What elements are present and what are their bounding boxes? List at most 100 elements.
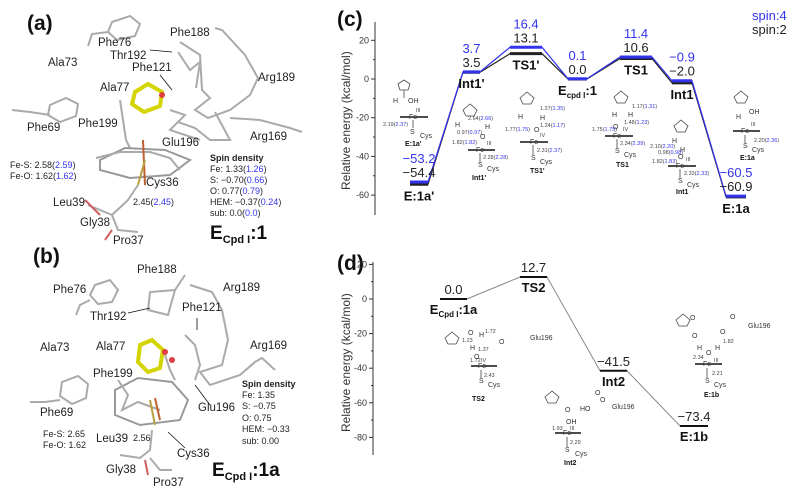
svg-text:Int2: Int2: [564, 460, 577, 467]
svg-text:2.34(2.39): 2.34(2.39): [620, 141, 645, 147]
svg-text:H: H: [612, 112, 617, 119]
phe69-ring: [46, 96, 80, 124]
protein-structure-a: [11, 14, 303, 241]
fe-o-distance: Fe-O: 1.62: [43, 440, 86, 450]
energy-label: −41.5: [597, 354, 630, 369]
svg-text:O: O: [499, 339, 505, 346]
spin-sub: sub: 0.0(0.0): [210, 208, 261, 218]
spin-density-a: Spin density Fe: 1.33(1.26) S: −0.70(0.6…: [210, 153, 281, 218]
arrow-cys36: [167, 431, 186, 449]
phe76-ring: [106, 14, 142, 42]
svg-text:2.31(2.37): 2.31(2.37): [537, 148, 562, 154]
residue-label: Pro37: [113, 235, 144, 247]
y-tick-label: -20: [354, 329, 367, 339]
svg-text:H: H: [479, 332, 484, 339]
spin-density-b: Spin density Fe: 1.35 S: −0.75 O: 0.75 H…: [242, 379, 296, 446]
spin2-energy-label: 3.5: [462, 55, 480, 70]
structure-E1b: O O O O Glu196 1.82 H H O 2.34 III Fe 2.…: [675, 313, 771, 399]
state-label: ECpd I:1a: [430, 302, 478, 319]
spin-s: S: −0.75: [242, 401, 276, 411]
residue-label: Thr192: [110, 50, 146, 62]
arrow-glu196: [194, 384, 211, 406]
svg-text:E:1b: E:1b: [704, 392, 719, 399]
residue-label: Phe121: [182, 302, 222, 314]
svg-text:OH: OH: [749, 109, 760, 116]
y-tick-label: 20: [359, 35, 369, 45]
svg-text:Glu196: Glu196: [748, 323, 771, 330]
state-label: Int1: [670, 87, 693, 102]
state-label: Int2: [602, 374, 625, 389]
svg-text:IV: IV: [623, 127, 629, 133]
residue-label: Glu196: [198, 402, 235, 414]
energy-profile-d: (d) Relative energy (kcal/mol) O O H 1.7…: [337, 252, 771, 467]
residue-label: Phe76: [98, 37, 131, 49]
svg-text:TS1: TS1: [616, 162, 629, 169]
svg-text:Cys: Cys: [714, 382, 727, 389]
svg-text:OH: OH: [408, 98, 419, 105]
heme-porphyrin: [99, 146, 193, 180]
state-label: Ecpd I:1: [558, 83, 597, 100]
spin-o: O: 0.75: [242, 413, 272, 423]
legend-spin2: spin:2: [752, 22, 787, 37]
state-label: E:1b: [680, 429, 708, 444]
hbond-distance: 2.56: [133, 433, 151, 443]
state-label: TS1: [624, 62, 648, 77]
y-axis-label: Relative energy (kcal/mol): [339, 293, 353, 432]
svg-text:H: H: [697, 345, 702, 352]
svg-text:O: O: [678, 154, 684, 161]
heme-porphyrin: [114, 376, 190, 427]
spin4-energy-label: 16.4: [513, 16, 538, 31]
residue-label: Gly38: [80, 217, 110, 229]
svg-text:Int1': Int1': [472, 175, 486, 182]
residue-label: Phe199: [78, 118, 118, 130]
svg-text:1.23: 1.23: [462, 338, 473, 344]
svg-text:Fe: Fe: [703, 361, 711, 368]
svg-text:2.28(2.28): 2.28(2.28): [483, 155, 508, 161]
residue-label: Ala77: [100, 82, 129, 94]
spin-hem: HEM: −0.37(0.24): [210, 197, 281, 207]
svg-text:O: O: [720, 329, 726, 336]
svg-text:O: O: [565, 407, 571, 414]
svg-text:1.48(1.23): 1.48(1.23): [624, 120, 649, 126]
residue-label: Pro37: [153, 477, 184, 489]
svg-text:2.20(2.36): 2.20(2.36): [754, 138, 779, 144]
svg-text:S: S: [615, 148, 620, 155]
svg-text:Glu196: Glu196: [612, 404, 635, 411]
svg-text:H: H: [715, 345, 720, 352]
residue-label: Cys36: [146, 177, 179, 189]
svg-text:H: H: [455, 122, 460, 129]
residue-label: Ala77: [96, 341, 125, 353]
svg-text:E:1a: E:1a: [740, 155, 755, 162]
spin2-energy-label: 10.6: [623, 40, 648, 55]
spin-fe: Fe: 1.35: [242, 390, 275, 400]
svg-text:III: III: [686, 157, 691, 163]
svg-text:H: H: [518, 114, 523, 121]
svg-text:0.98(0.98): 0.98(0.98): [658, 150, 683, 156]
svg-text:2.64(2.66): 2.64(2.66): [468, 116, 493, 122]
svg-text:2.19(2.37): 2.19(2.37): [383, 122, 408, 128]
svg-text:H: H: [628, 112, 633, 119]
y-axis-label: Relative energy (kcal/mol): [339, 51, 353, 190]
residue-label: Phe188: [137, 264, 177, 276]
svg-text:O: O: [692, 333, 698, 340]
structure-TS2: O O H 1.72 1.23 H 1.37 O 1.72 IV Fe 2.43…: [444, 329, 553, 403]
svg-text:1.77(1.75): 1.77(1.75): [505, 127, 530, 133]
energy-label: −73.4: [678, 409, 711, 424]
residue-label: Arg189: [223, 282, 260, 294]
svg-text:O: O: [613, 124, 619, 131]
hbond-distance: 2.45(2.45): [133, 197, 174, 207]
svg-text:S: S: [705, 378, 710, 385]
svg-text:III: III: [487, 141, 492, 147]
svg-text:2.33(2.33): 2.33(2.33): [684, 171, 709, 177]
state-label: TS1': [513, 58, 540, 73]
svg-text:O: O: [595, 390, 601, 397]
svg-text:Cys: Cys: [687, 182, 700, 189]
svg-text:Cys: Cys: [575, 451, 588, 458]
residue-label: Phe69: [40, 407, 73, 419]
spin2-energy-label: −2.0: [669, 64, 695, 79]
